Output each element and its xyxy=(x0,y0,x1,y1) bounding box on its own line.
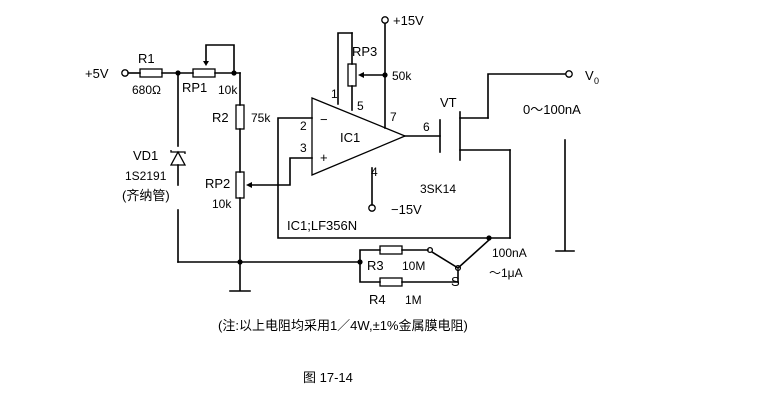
output-ground xyxy=(555,139,575,252)
label-minus15v: −15V xyxy=(391,202,422,217)
label-vt: VT xyxy=(440,95,457,110)
label-pin5: 5 xyxy=(357,99,364,113)
label-plus5v: +5V xyxy=(85,66,109,81)
opamp-ic1 xyxy=(277,16,490,239)
label-pin1: 1 xyxy=(331,87,338,101)
label-r3-value: 10M xyxy=(402,259,425,273)
footnote: (注:以上电阻均采用1／4W,±1%金属膜电阻) xyxy=(218,318,468,333)
resistor-r4 xyxy=(379,269,459,287)
label-rp1: RP1 xyxy=(182,80,207,95)
label-range-1ua: ～1μA xyxy=(489,266,523,280)
potentiometer-rp1 xyxy=(192,44,241,78)
label-minus-input: − xyxy=(320,112,328,127)
label-vo-subscript: 0 xyxy=(594,76,599,86)
resistor-r2 xyxy=(235,104,245,173)
label-range-100na: 100nA xyxy=(492,246,527,260)
label-pin7: 7 xyxy=(390,110,397,124)
resistor-r3 xyxy=(379,245,434,255)
label-rp2-value: 10k xyxy=(212,197,232,211)
label-r4-value: 1M xyxy=(405,293,422,307)
potentiometer-rp2 xyxy=(235,157,313,263)
label-pin2: 2 xyxy=(300,119,307,133)
ground-symbol xyxy=(229,261,251,292)
switch-s xyxy=(430,238,491,272)
label-rp3-value: 50k xyxy=(392,69,412,83)
label-r4: R4 xyxy=(369,292,386,307)
label-r1: R1 xyxy=(138,51,155,66)
label-vd1-note: (齐纳管) xyxy=(122,188,170,203)
label-pin3: 3 xyxy=(300,141,307,155)
label-r3: R3 xyxy=(367,258,384,273)
label-r2: R2 xyxy=(212,110,229,125)
figure-caption: 图 17-14 xyxy=(303,370,353,385)
label-vd1-part: 1S2191 xyxy=(125,169,167,183)
label-vo: V xyxy=(585,68,594,83)
mosfet-vt xyxy=(439,70,573,241)
label-vt-part: 3SK14 xyxy=(420,182,456,196)
label-r2-value: 75k xyxy=(251,111,271,125)
zener-diode-vd1 xyxy=(169,72,187,263)
label-rp2: RP2 xyxy=(205,176,230,191)
label-rp3: RP3 xyxy=(352,44,377,59)
label-pin4: 4 xyxy=(371,165,378,179)
resistor-r1 xyxy=(139,68,194,78)
label-plus15v: +15V xyxy=(393,13,424,28)
label-switch-s: S xyxy=(451,274,460,289)
label-rp1-value: 10k xyxy=(218,83,238,97)
label-ic1: IC1 xyxy=(340,130,360,145)
label-output-range: 0～100nA xyxy=(523,102,581,117)
label-vd1: VD1 xyxy=(133,148,158,163)
label-pin6: 6 xyxy=(423,120,430,134)
label-plus-input: + xyxy=(320,150,328,165)
label-ic1-type: IC1;LF356N xyxy=(287,218,357,233)
input-plus5v-node xyxy=(121,69,141,77)
label-r1-value: 680Ω xyxy=(132,83,161,97)
